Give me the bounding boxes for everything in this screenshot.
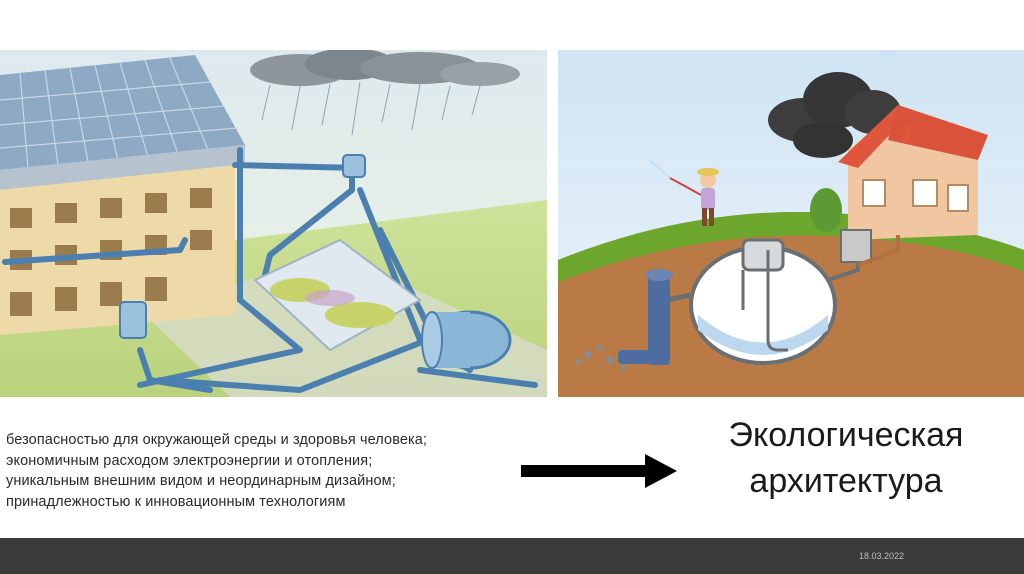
title-line-1: Экологическая [728, 416, 964, 454]
cloud-icon [768, 72, 901, 158]
filter-bed [253, 238, 422, 352]
arrow-right-icon [521, 454, 677, 488]
feature-item: принадлежностью к инновационным технолог… [6, 493, 346, 510]
feature-item: экономичным расходом электроэнергии и от… [6, 452, 373, 469]
footer-bar: 18.03.2022 [0, 538, 1024, 574]
feature-item: уникальным внешним видом и неординарным … [6, 473, 396, 489]
water-tank-icon [119, 154, 512, 370]
slide-title: Экологическая архитектура [676, 412, 1016, 504]
underground-tank-icon [667, 229, 872, 365]
slide-date: 18.03.2022 [858, 551, 904, 561]
title-line-2: архитектура [749, 462, 943, 500]
house [838, 105, 988, 240]
rainwater-harvesting-building-illustration [0, 50, 547, 397]
feature-item: безопасностью для окружающей среды и здо… [6, 432, 428, 448]
rain-cloud-icon [250, 50, 520, 136]
water-pipes [2, 147, 538, 393]
filter-column-icon [575, 269, 673, 371]
tree-icon [810, 188, 842, 232]
gardener-figure [649, 159, 719, 226]
features-list: безопасностью для окружающей среды и здо… [6, 430, 427, 512]
underground-rainwater-tank-illustration [558, 50, 1024, 397]
building [0, 55, 245, 335]
